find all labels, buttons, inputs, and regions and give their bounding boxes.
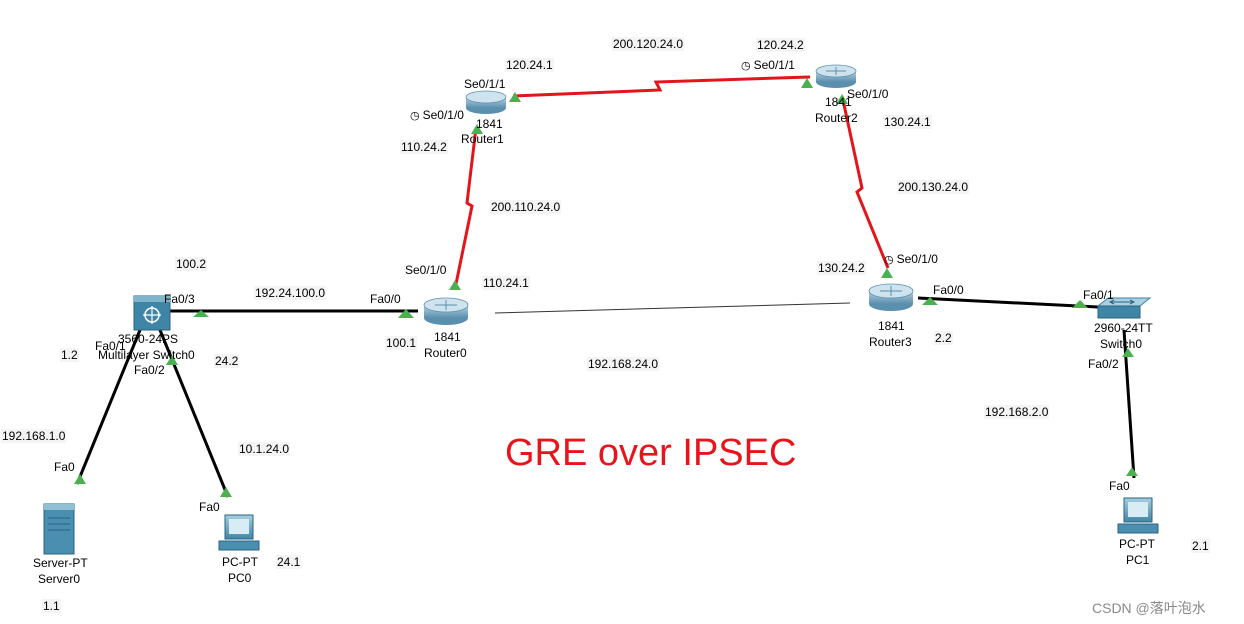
server0-ip: 1.1	[42, 599, 61, 613]
mls-ip-100: 100.2	[175, 257, 208, 271]
router3-icon[interactable]	[868, 283, 914, 311]
serial-link-r2-r3[interactable]	[841, 99, 890, 269]
mls-ip-lan1: 1.2	[60, 348, 79, 362]
port-up-icon	[398, 309, 414, 318]
mls-port-fa03: Fa0/3	[164, 292, 195, 306]
port-up-icon	[74, 474, 86, 484]
port-up-icon	[220, 487, 232, 497]
router2-port-se011: ◷Se0/1/1	[741, 58, 795, 73]
switch0-name: Switch0	[1100, 337, 1143, 351]
router3-model: 1841	[878, 319, 905, 333]
port-up-icon	[1072, 300, 1088, 308]
port-up-icon	[471, 124, 483, 134]
router3-ip-lan: 2.2	[934, 331, 953, 345]
port-up-icon	[836, 94, 848, 104]
network-192-168-24: 192.168.24.0	[587, 357, 660, 371]
pc0-model: PC-PT	[222, 555, 258, 569]
pc1-port-fa0: Fa0	[1109, 479, 1130, 493]
pc0-port-fa0: Fa0	[199, 500, 220, 514]
router2-icon[interactable]	[815, 64, 857, 88]
tunnel-link-r0-r3[interactable]	[494, 302, 851, 314]
clock-icon: ◷	[884, 254, 894, 266]
switch0-port-fa02: Fa0/2	[1088, 357, 1119, 371]
router1-port-se011: Se0/1/1	[464, 77, 506, 91]
router3-port-se010: ◷Se0/1/0	[884, 252, 938, 267]
clock-icon: ◷	[741, 60, 751, 72]
pc0-name: PC0	[228, 571, 252, 585]
router1-name: Router1	[461, 132, 504, 146]
network-10-1-24: 10.1.24.0	[238, 442, 291, 456]
router3-ip-130: 130.24.2	[817, 261, 866, 275]
mls-port-fa01: Fa0/1	[95, 339, 126, 353]
network-200-130: 200.130.24.0	[897, 180, 970, 194]
clock-icon: ◷	[410, 110, 420, 122]
pc1-ip: 2.1	[1191, 539, 1210, 553]
server0-model: Server-PT	[33, 556, 88, 570]
router1-ip-120: 120.24.1	[505, 58, 554, 72]
watermark: CSDN @落叶泡水	[1092, 600, 1206, 616]
router3-name: Router3	[869, 335, 912, 349]
network-192-24-100: 192.24.100.0	[254, 286, 327, 300]
router3-port-fa00: Fa0/0	[933, 283, 964, 297]
router1-icon[interactable]	[465, 90, 507, 114]
router1-model: 1841	[476, 117, 503, 131]
switch0-model: 2960-24TT	[1094, 321, 1153, 335]
switch0-icon[interactable]	[1096, 297, 1152, 319]
network-192-168-1: 192.168.1.0	[1, 429, 67, 443]
router2-name: Router2	[815, 111, 858, 125]
switch0-port-fa01: Fa0/1	[1083, 288, 1114, 302]
serial-link-r1-r0[interactable]	[454, 127, 478, 285]
serial-link-r1-r2[interactable]	[512, 75, 811, 98]
port-up-icon	[1122, 348, 1134, 357]
mls-port-fa02: Fa0/2	[134, 363, 165, 377]
network-200-110: 200.110.24.0	[490, 200, 562, 214]
server0-icon[interactable]	[43, 503, 75, 555]
router2-port-se010: Se0/1/0	[847, 87, 889, 101]
pc1-name: PC1	[1126, 553, 1150, 567]
mls-ip-lan24: 24.2	[214, 354, 240, 368]
port-up-icon	[193, 310, 209, 317]
router0-icon[interactable]	[423, 297, 469, 325]
router0-port-se010: Se0/1/0	[405, 263, 447, 277]
network-192-168-2: 192.168.2.0	[984, 405, 1050, 419]
mls-name: Multilayer Switch0	[98, 348, 195, 362]
pc1-model: PC-PT	[1119, 537, 1155, 551]
pc0-icon[interactable]	[218, 514, 260, 551]
mls-model: 3560-24PS	[118, 332, 179, 346]
router1-port-se010: ◷Se0/1/0	[410, 108, 464, 123]
port-up-icon	[1126, 467, 1138, 476]
pc1-icon[interactable]	[1117, 497, 1159, 534]
router2-port-se011-label: Se0/1/1	[753, 58, 795, 72]
ethernet-link-mls-server0[interactable]	[75, 329, 142, 485]
router0-model: 1841	[434, 330, 461, 344]
server0-port-fa0: Fa0	[54, 460, 75, 474]
router0-ip-110: 110.24.1	[482, 276, 530, 290]
router1-ip-110: 110.24.2	[400, 140, 448, 154]
port-status-indicators	[74, 78, 1138, 497]
network-200-120: 200.120.24.0	[612, 37, 685, 51]
port-up-icon	[509, 92, 521, 102]
pc0-ip: 24.1	[276, 555, 302, 569]
router1-port-se010-label: Se0/1/0	[422, 108, 464, 122]
router2-ip-120: 120.24.2	[756, 38, 805, 52]
port-up-icon	[449, 280, 461, 290]
ethernet-link-r3-switch0[interactable]	[917, 296, 1099, 309]
router2-ip-130: 130.24.1	[883, 115, 932, 129]
port-up-icon	[801, 78, 813, 88]
router0-port-fa00: Fa0/0	[370, 292, 401, 306]
multilayer-switch-icon[interactable]	[133, 295, 171, 331]
router0-ip-100: 100.1	[385, 336, 418, 350]
port-up-icon	[166, 355, 178, 365]
router2-model: 1841	[825, 95, 852, 109]
port-up-icon	[881, 268, 893, 278]
diagram-title: GRE over IPSEC	[505, 432, 797, 474]
server0-name: Server0	[38, 572, 81, 586]
router0-name: Router0	[424, 346, 467, 360]
router3-port-se010-label: Se0/1/0	[896, 252, 938, 266]
port-up-icon	[922, 297, 938, 305]
